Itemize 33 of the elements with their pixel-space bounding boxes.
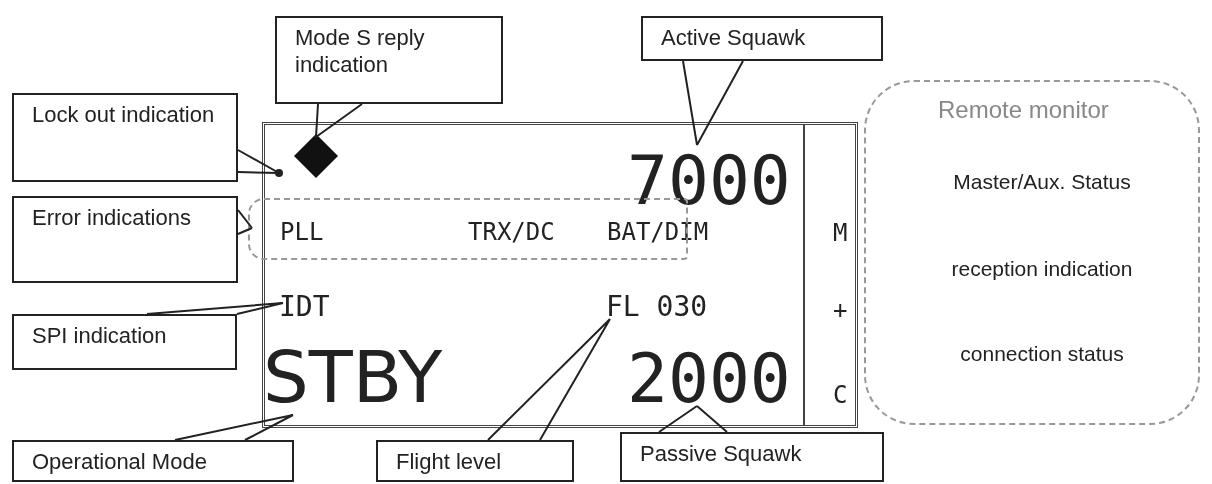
callout-box: Lock out indication [12,93,238,182]
error-code: TRX/DC [468,220,555,244]
callout-box: Flight level [376,440,574,482]
display-panel [262,122,858,428]
squawk-code: 2000 [627,345,791,413]
dot-symbol [275,169,283,177]
callout-box: Passive Squawk [620,432,884,482]
dashed-region [864,80,1200,425]
error-code: BAT/DIM [607,220,709,244]
error-code: PLL [280,220,324,244]
squawk-code: 7000 [627,147,791,215]
status-text: Master/Aux. Status [952,170,1132,194]
leader-line [658,405,728,433]
callout-box: Error indications [12,196,238,283]
key-label: M [833,221,848,245]
leader-line [174,414,294,441]
callout-box: Operational Mode [12,440,294,482]
leader-line [146,302,284,315]
indicator-text: IDT [279,293,330,321]
callout-box: Mode S reply indication [275,16,503,104]
callout-box: Active Squawk [641,16,883,61]
status-text: reception indication [950,257,1134,281]
leader-line [682,60,744,146]
leader-line [237,209,253,235]
leader-line [487,318,611,441]
status-text: connection status [959,342,1125,366]
flight-level-text: FL 030 [606,293,708,321]
key-label: + [833,298,848,322]
mode-text: STBY [263,341,443,413]
key-label: C [833,383,848,407]
leader-line [315,103,363,138]
callout-box: SPI indication [12,314,237,370]
group-title: Remote monitor [938,96,1109,124]
